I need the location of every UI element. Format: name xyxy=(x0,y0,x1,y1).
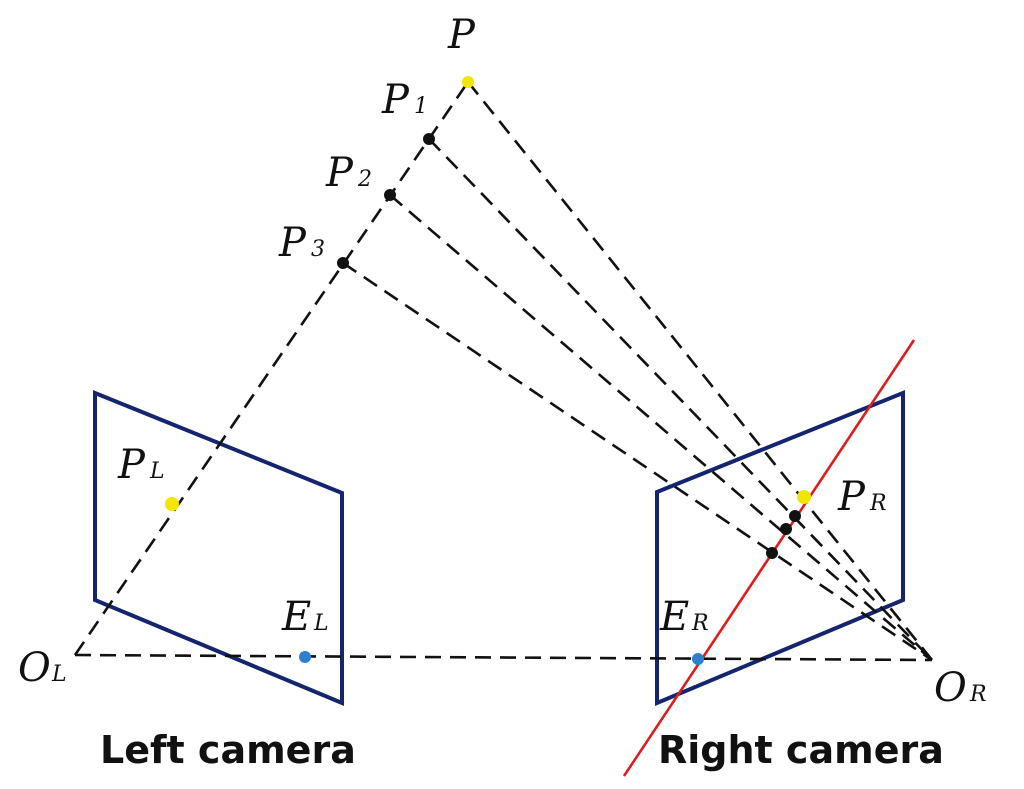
ray-P2-to-OR xyxy=(389,194,933,661)
label-ER: E xyxy=(659,594,689,640)
baseline xyxy=(74,653,933,662)
point-P2-projection xyxy=(780,523,792,535)
label-PR: P xyxy=(837,474,866,520)
point-ER xyxy=(692,653,704,665)
point-P xyxy=(462,76,474,88)
point-P1 xyxy=(423,133,435,145)
point-P3 xyxy=(337,257,349,269)
label-P3: P xyxy=(278,220,307,266)
label-OR: O xyxy=(934,665,967,711)
label-EL-sub: L xyxy=(313,611,329,636)
point-P2 xyxy=(384,189,396,201)
point-PL xyxy=(165,497,179,511)
label-EL: E xyxy=(281,594,311,640)
label-OR-sub: R xyxy=(969,682,987,707)
caption-left-camera: Left camera xyxy=(100,728,356,772)
label-PR-sub: R xyxy=(869,491,887,516)
ray-P3-to-OR xyxy=(342,261,933,662)
left-ray xyxy=(73,81,470,656)
label-P: P xyxy=(447,12,476,58)
point-EL xyxy=(299,651,311,663)
right-image-plane xyxy=(655,390,905,707)
label-PL: P xyxy=(117,442,146,488)
caption-right-camera: Right camera xyxy=(658,728,944,772)
label-P2-sub: 2 xyxy=(357,167,372,192)
left-image-plane xyxy=(93,390,344,707)
label-ER-sub: R xyxy=(691,611,709,636)
label-P3-sub: 3 xyxy=(311,237,325,262)
label-P1-sub: 1 xyxy=(414,94,428,119)
ray-P1-to-OR xyxy=(428,138,933,661)
point-P3-projection xyxy=(766,547,778,559)
label-P2: P xyxy=(325,150,354,196)
label-P1: P xyxy=(381,77,410,123)
point-P1-projection xyxy=(789,510,801,522)
label-PL-sub: L xyxy=(149,459,165,484)
point-PR xyxy=(797,490,811,504)
label-OL: O xyxy=(18,645,51,691)
ray-P-to-OR xyxy=(466,81,934,661)
label-OL-sub: L xyxy=(51,662,67,687)
